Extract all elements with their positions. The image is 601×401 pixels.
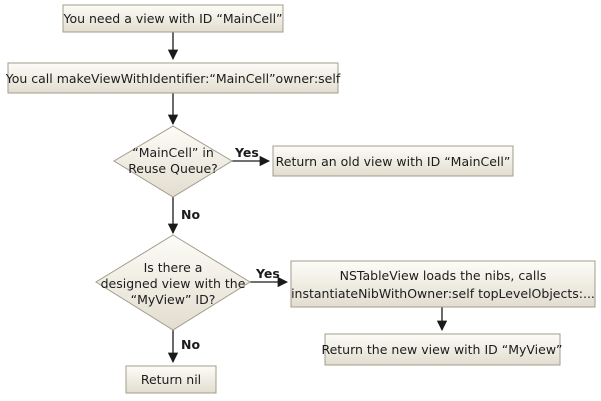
node-designed-view-line-3: “MyView” ID? xyxy=(131,292,216,307)
node-return-new-text: Return the new view with ID “MyView” xyxy=(321,342,562,357)
node-reuse-queue-line-1: “MainCell” in xyxy=(132,145,214,160)
node-return-old-text: Return an old view with ID “MainCell” xyxy=(276,154,511,169)
edge-label-no-2: No xyxy=(181,337,200,352)
node-designed-view-line-1: Is there a xyxy=(144,260,203,275)
node-call-make-text: You call makeViewWithIdentifier:“MainCel… xyxy=(5,71,341,86)
node-load-nibs-line-1: NSTableView loads the nibs, calls xyxy=(340,268,547,283)
node-designed-view-decision: Is there a designed view with the “MyVie… xyxy=(95,234,251,331)
node-load-nibs: NSTableView loads the nibs, calls instan… xyxy=(290,260,596,308)
node-return-nil: Return nil xyxy=(125,365,217,394)
node-need-view: You need a view with ID “MainCell” xyxy=(62,4,284,33)
node-reuse-queue-decision: “MainCell” in Reuse Queue? xyxy=(113,125,233,198)
node-return-new: Return the new view with ID “MyView” xyxy=(321,333,563,366)
node-call-make: You call makeViewWithIdentifier:“MainCel… xyxy=(5,62,341,94)
node-return-nil-text: Return nil xyxy=(141,372,201,387)
node-return-old: Return an old view with ID “MainCell” xyxy=(272,145,514,177)
node-load-nibs-line-2: instantiateNibWithOwner:self topLevelObj… xyxy=(291,286,595,301)
edge-label-yes-2: Yes xyxy=(255,266,280,281)
edge-label-no-1: No xyxy=(181,207,200,222)
node-designed-view-line-2: designed view with the xyxy=(101,276,246,291)
edge-label-yes-1: Yes xyxy=(234,145,259,160)
node-reuse-queue-line-2: Reuse Queue? xyxy=(128,161,218,176)
node-need-view-text: You need a view with ID “MainCell” xyxy=(62,11,282,26)
